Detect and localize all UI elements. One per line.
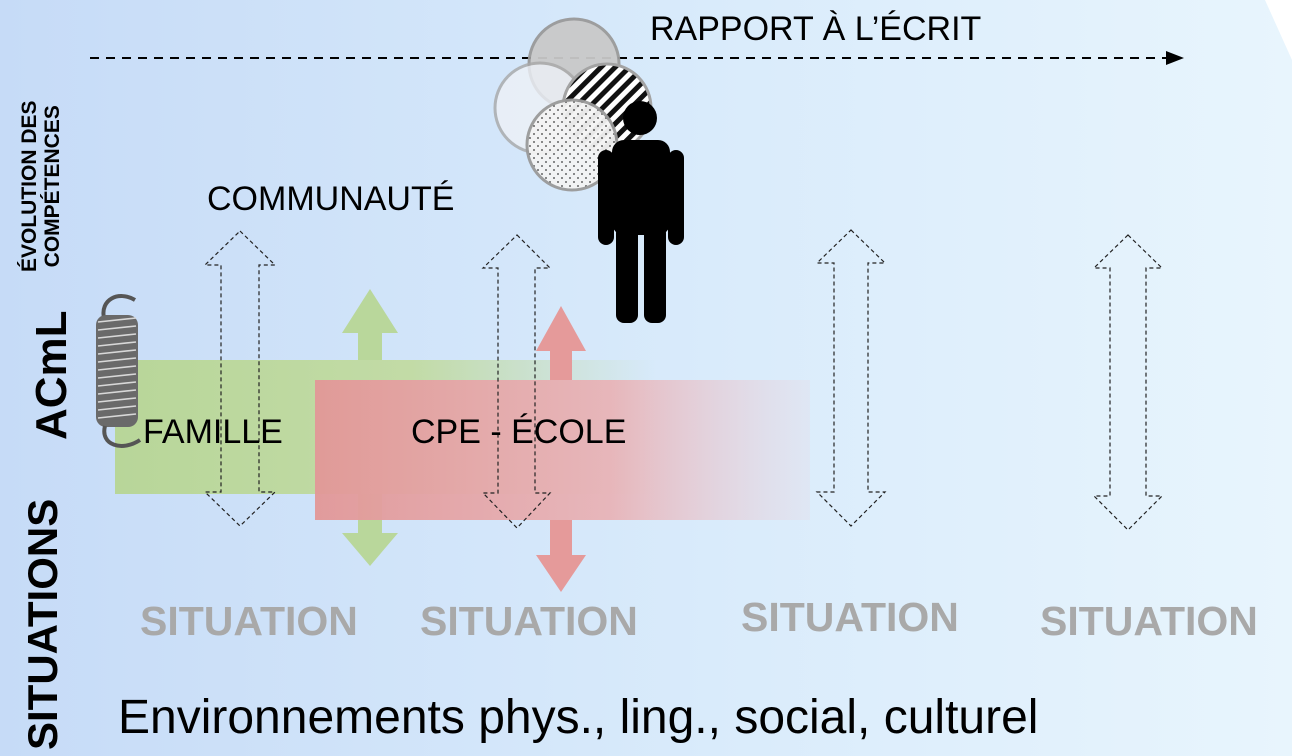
communaute-label: COMMUNAUTÉ (207, 180, 455, 218)
cpe-ecole-label: CPE - ÉCOLE (411, 413, 627, 451)
evolution-competences-label: ÉVOLUTION DES COMPÉTENCES (18, 100, 64, 272)
situation-label-1: SITUATION (140, 598, 358, 644)
famille-label: FAMILLE (143, 413, 283, 451)
situation-link-arrow-1 (203, 230, 277, 527)
situation-link-arrow-2 (481, 234, 552, 529)
evolution-label-line1: ÉVOLUTION DES (18, 100, 41, 272)
situation-label-2: SITUATION (420, 598, 638, 644)
environnements-label: Environnements phys., ling., social, cul… (118, 691, 1039, 744)
situation-link-arrow-4 (1092, 234, 1164, 531)
situations-label: SITUATIONS (19, 498, 66, 750)
acml-label: ACmL (27, 310, 76, 440)
ecole-band (315, 306, 810, 592)
evolution-label-line2: COMPÉTENCES (41, 105, 64, 268)
person-icon (598, 101, 684, 323)
situation-label-4: SITUATION (1040, 598, 1258, 644)
situation-link-arrow-3 (815, 229, 887, 527)
rapport-label: RAPPORT À L’ÉCRIT (650, 10, 982, 48)
spring-icon (96, 294, 142, 448)
situation-label-3: SITUATION (741, 594, 959, 640)
rapport-arrow-head (1166, 51, 1184, 65)
